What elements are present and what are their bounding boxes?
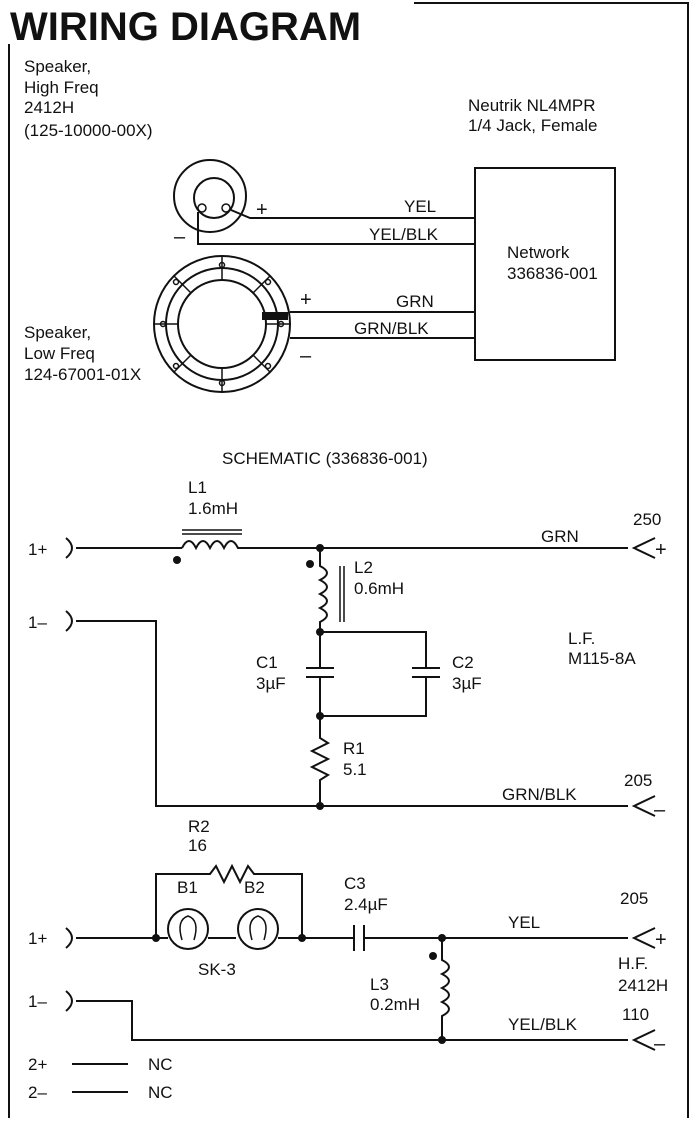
page-title: WIRING DIAGRAM (10, 5, 361, 49)
node-r2-left (152, 934, 160, 942)
terminal-1-minus-a: 1– (28, 613, 47, 632)
capacitor-c1 (306, 632, 334, 716)
network-box (474, 167, 616, 361)
terminal-1-minus-a-jack (65, 610, 73, 632)
terminal-2-plus: 2+ (28, 1055, 47, 1074)
output-hf-minus-connector (631, 1029, 656, 1051)
r1-value: 5.1 (343, 760, 367, 779)
terminal-1-minus-b-jack (65, 990, 73, 1012)
l2-value: 0.6mH (354, 579, 404, 598)
svg-text:Speaker,: Speaker, (24, 57, 91, 76)
output-lf-minus-connector (631, 795, 656, 817)
b2-label: B2 (244, 878, 265, 897)
node-l3-return (438, 1036, 446, 1044)
output-hf-plus-sign: + (655, 929, 667, 951)
wire-yel-blk-return (76, 1000, 628, 1041)
l3-value: 0.2mH (370, 995, 420, 1014)
hf-speaker-label: Speaker, High Freq 2412H (125-10000-00X) (24, 57, 153, 140)
pin-250: 250 (633, 510, 661, 529)
node-r2-right (298, 934, 306, 942)
c3-name: C3 (344, 874, 366, 893)
wire-yel-blk-label: YEL/BLK (369, 225, 439, 244)
network-part-number: 336836-001 (507, 264, 598, 283)
pin-110: 110 (622, 1005, 649, 1024)
l1-name: L1 (188, 478, 207, 497)
c3-value: 2.4µF (344, 895, 388, 914)
terminal-1-plus-b: 1+ (28, 929, 47, 948)
resistor-r1 (309, 716, 331, 806)
terminal-2-minus: 2– (28, 1083, 47, 1102)
sch-wire-grn: GRN (541, 527, 579, 546)
svg-text:1/4 Jack, Female: 1/4 Jack, Female (468, 116, 597, 135)
c1-name: C1 (256, 653, 278, 672)
output-hf-minus-sign: – (654, 1033, 666, 1055)
lf-output-name: L.F. (568, 629, 595, 648)
l3-name: L3 (370, 975, 389, 994)
terminal-1-plus-b-jack (65, 927, 73, 949)
output-lf-plus-sign: + (655, 539, 667, 561)
output-lf-minus-sign: – (654, 799, 666, 821)
sch-wire-grn-blk: GRN/BLK (502, 785, 577, 804)
capacitor-c2 (320, 667, 440, 717)
frame-top-right-border (414, 2, 689, 1118)
svg-text:Low Freq: Low Freq (24, 344, 95, 363)
r2-value: 16 (188, 836, 207, 855)
output-lf-plus-connector (631, 537, 656, 559)
wire-grn-blk-label: GRN/BLK (354, 319, 429, 338)
hf-plus-sign: + (256, 199, 268, 221)
lf-speaker-label: Speaker, Low Freq 124-67001-01X (24, 323, 141, 384)
svg-text:124-67001-01X: 124-67001-01X (24, 365, 141, 384)
inductor-l2 (306, 548, 345, 632)
c2-name: C2 (452, 653, 474, 672)
nc-label-2-minus: NC (148, 1083, 173, 1102)
node-r1-return (316, 802, 324, 810)
hf-speaker-symbol (173, 159, 475, 245)
pin-205-lf: 205 (624, 771, 652, 790)
sch-wire-yel: YEL (508, 913, 540, 932)
b1-label: B1 (177, 878, 198, 897)
svg-text:Speaker,: Speaker, (24, 323, 91, 342)
node-c3-l3 (438, 934, 446, 942)
svg-text:High Freq: High Freq (24, 78, 99, 97)
hf-minus-sign: – (174, 226, 186, 248)
lf-minus-sign: – (300, 345, 312, 367)
c1-value: 3µF (256, 674, 286, 693)
resistor-r2-loop (155, 863, 303, 938)
lf-speaker-symbol (153, 255, 475, 393)
wire-grn-blk-return (76, 620, 628, 807)
hf-output-name: H.F. (618, 954, 648, 973)
r1-name: R1 (343, 739, 365, 758)
pin-205-hf: 205 (620, 889, 648, 908)
sch-wire-yel-blk: YEL/BLK (508, 1015, 578, 1034)
svg-text:2412H: 2412H (24, 98, 74, 117)
lf-output-model: M115-8A (568, 649, 636, 668)
r2-name: R2 (188, 817, 210, 836)
nc-label-2-plus: NC (148, 1055, 173, 1074)
inductor-l3 (429, 938, 450, 1040)
network-name: Network (507, 243, 570, 262)
wire-c2-top (320, 631, 427, 668)
wire-grn-label: GRN (396, 292, 434, 311)
capacitor-c3 (353, 925, 628, 951)
hf-output-model: 2412H (618, 976, 668, 995)
jack-label: Neutrik NL4MPR 1/4 Jack, Female (468, 96, 597, 135)
output-hf-plus-connector (631, 927, 656, 949)
l1-value: 1.6mH (188, 499, 238, 518)
c2-value: 3µF (452, 674, 482, 693)
lamp-b2 (237, 908, 354, 950)
schematic-title: SCHEMATIC (336836-001) (222, 449, 428, 468)
terminal-1-minus-b: 1– (28, 992, 47, 1011)
terminal-1-plus-a: 1+ (28, 540, 47, 559)
terminal-1-plus-a-jack (65, 537, 73, 559)
sk3-label: SK-3 (198, 960, 236, 979)
wire-yel-label: YEL (404, 197, 436, 216)
svg-text:Neutrik NL4MPR: Neutrik NL4MPR (468, 96, 596, 115)
l2-name: L2 (354, 558, 373, 577)
svg-text:(125-10000-00X): (125-10000-00X) (24, 121, 153, 140)
lamp-b1 (167, 908, 236, 950)
lf-plus-sign: + (300, 289, 312, 311)
inductor-l1 (173, 529, 320, 564)
